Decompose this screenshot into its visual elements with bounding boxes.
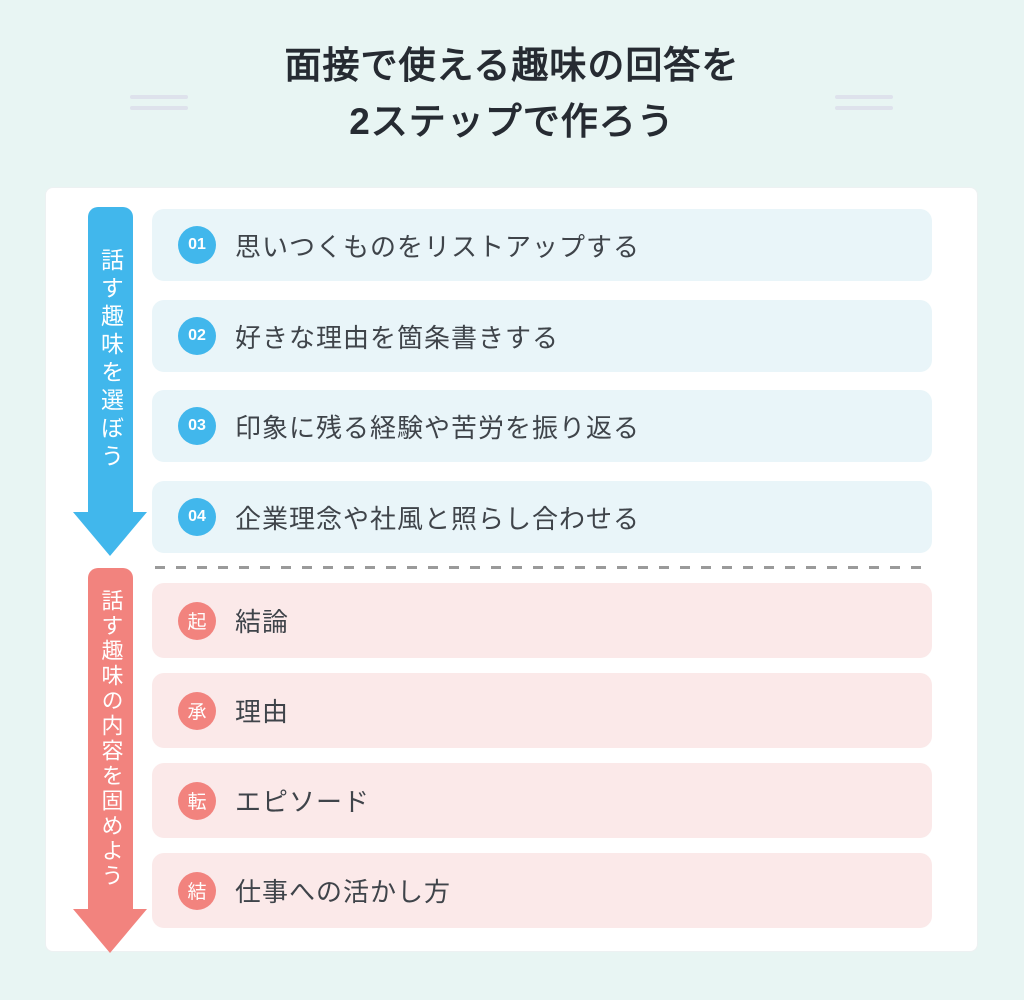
decorative-lines-left [130, 95, 188, 116]
step2-kanji-badge-3: 転 [178, 781, 216, 820]
step2-item-2: 承 理由 [152, 673, 932, 748]
dashed-divider [155, 566, 932, 569]
step1-item-4: 04 企業理念や社風と照らし合わせる [152, 481, 932, 553]
step1-item-3: 03 印象に残る経験や苦労を振り返る [152, 390, 932, 462]
step1-item-label-4: 企業理念や社風と照らし合わせる [235, 503, 641, 534]
step1-number-badge-3: 03 [178, 407, 216, 445]
step2-arrow: 話す趣味の内容を固めよう [88, 568, 133, 910]
step1-item-label-1: 思いつくものをリストアップする [235, 231, 641, 262]
page-title-line1: 面接で使える趣味の回答を [284, 45, 740, 86]
step2-item-3: 転 エピソード [152, 763, 932, 838]
step2-arrow-label: 話す趣味の内容を固めよう [98, 589, 124, 889]
step1-arrow: 話す趣味を選ぼう [88, 207, 133, 513]
step1-number-badge-1: 01 [178, 226, 216, 264]
step2-item-1: 起 結論 [152, 583, 932, 658]
step2-item-label-1: 結論 [235, 607, 290, 637]
step2-item-label-2: 理由 [235, 697, 290, 727]
step1-item-label-3: 印象に残る経験や苦労を振り返る [235, 412, 641, 443]
step2-arrowhead-icon [73, 909, 147, 953]
step2-item-4: 結 仕事への活かし方 [152, 853, 932, 928]
step2-kanji-badge-4: 結 [178, 871, 216, 910]
step1-item-2: 02 好きな理由を箇条書きする [152, 300, 932, 372]
step1-number-badge-4: 04 [178, 498, 216, 536]
step1-item-1: 01 思いつくものをリストアップする [152, 209, 932, 281]
step2-item-label-4: 仕事への活かし方 [235, 877, 452, 907]
step1-arrow-label: 話す趣味を選ぼう [97, 248, 124, 472]
decorative-lines-right [835, 95, 893, 116]
step1-number-badge-2: 02 [178, 317, 216, 355]
step1-item-label-2: 好きな理由を箇条書きする [235, 322, 560, 353]
step2-kanji-badge-1: 起 [178, 601, 216, 640]
step2-kanji-badge-2: 承 [178, 691, 216, 730]
page-title: 面接で使える趣味の回答を 2ステップで作ろう [0, 38, 1024, 149]
step1-arrowhead-icon [73, 512, 147, 556]
step2-item-label-3: エピソード [235, 787, 371, 817]
page-title-line2: 2ステップで作ろう [349, 100, 675, 142]
